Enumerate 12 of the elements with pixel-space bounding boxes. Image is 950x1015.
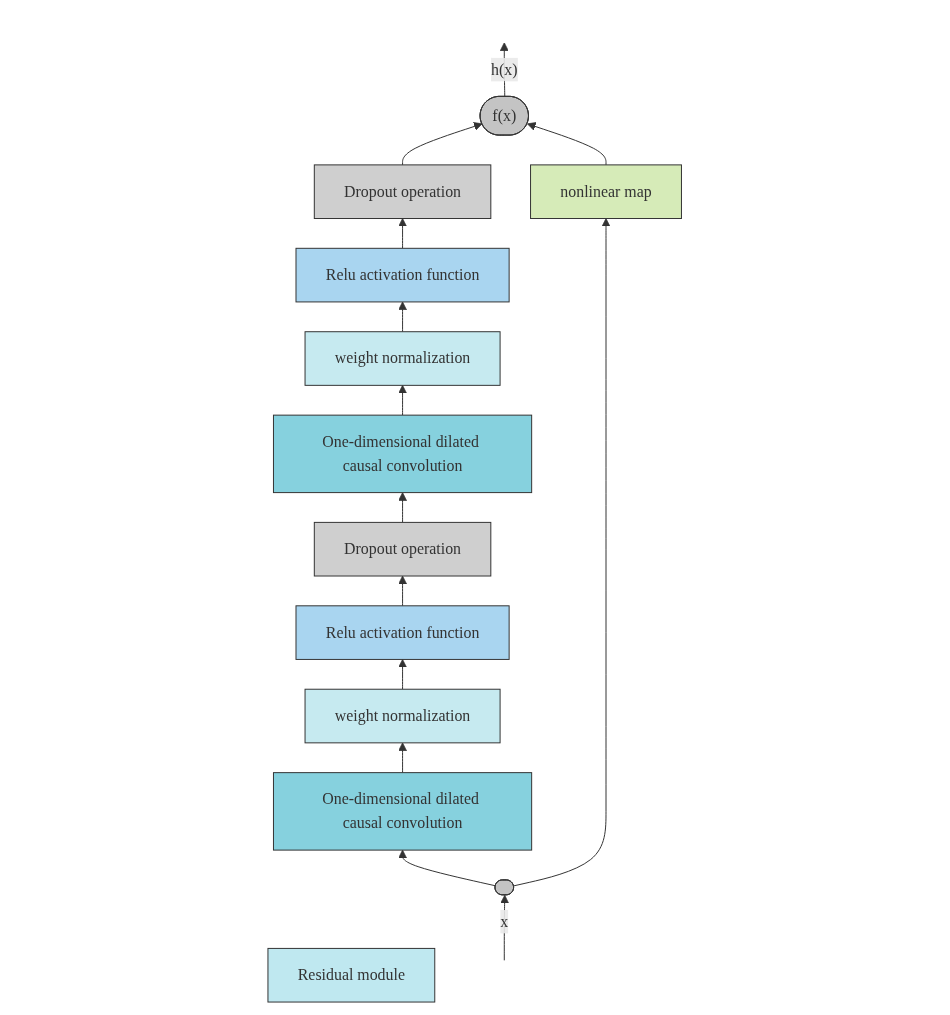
edge-label: x bbox=[500, 912, 509, 930]
node-box: One-dimensional dilated causal convolution bbox=[273, 414, 533, 494]
node-box: weight normalization bbox=[304, 688, 501, 744]
edge-label: h(x) bbox=[491, 60, 518, 78]
node-box: Relu activation function bbox=[295, 247, 510, 303]
node-box: Relu activation function bbox=[295, 605, 510, 660]
node-box: weight normalization bbox=[304, 331, 501, 386]
node-box: One-dimensional dilated causal convolution bbox=[273, 772, 533, 851]
node-box: Dropout operation bbox=[314, 164, 492, 219]
node-box: Dropout operation bbox=[314, 521, 492, 577]
node-box: nonlinear map bbox=[530, 164, 683, 219]
node-box: Residual module bbox=[267, 947, 436, 1003]
